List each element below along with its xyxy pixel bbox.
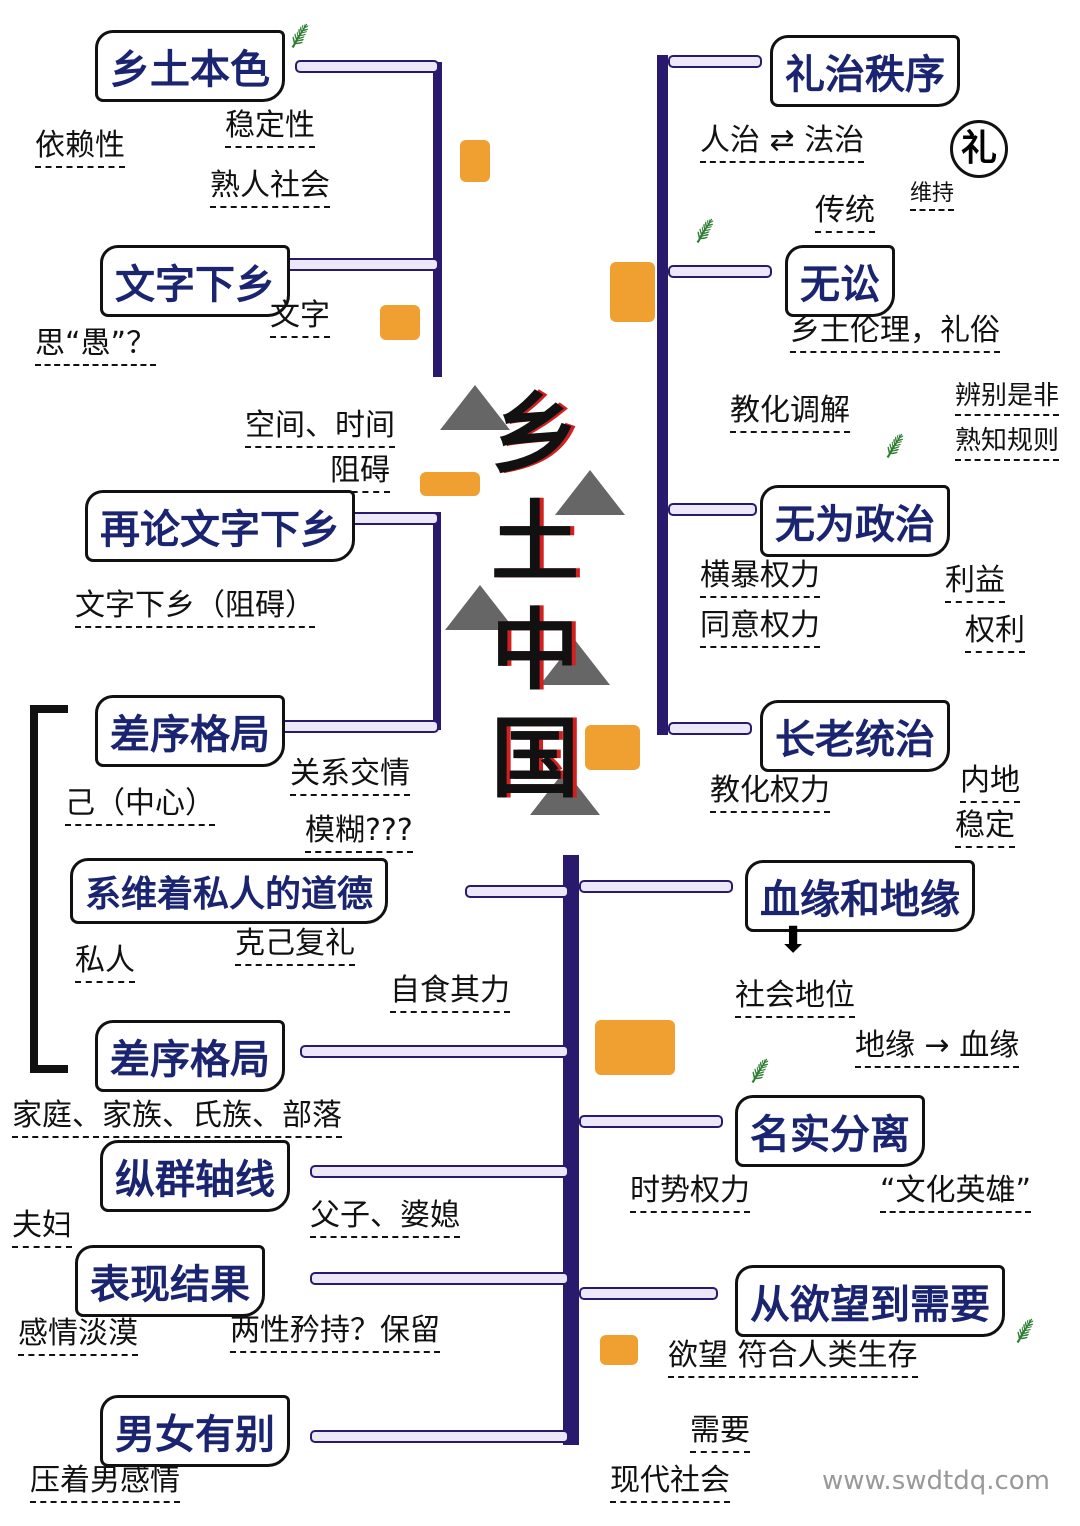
mountain-icon [440,385,510,430]
branch-bar [275,258,439,271]
topic-wusong: 无讼 [785,245,895,317]
right-upper-spine [657,55,668,735]
left-middle-spine [433,512,441,730]
orange-decoration [460,140,490,182]
mountain-icon [530,770,600,815]
note: 模糊??? [305,805,413,853]
note: 辨别是非 [955,375,1060,416]
li-circle: 礼 [950,120,1008,178]
branch-bar [668,55,762,68]
topic-lizhi-zhixu: 礼治秩序 [770,35,960,107]
note: 利益 [945,555,1005,603]
note: 克己复礼 [235,918,355,966]
note: 稳定 [955,800,1015,848]
branch-bar [579,1115,723,1128]
topic-chaxu-geju: 差序格局 [95,695,285,767]
mountain-icon [555,470,625,515]
topic-zailun-wenzi-xiaxiang: 再论文字下乡 [85,490,355,562]
note: 己（中心） [65,778,215,826]
note: 自食其力 [390,965,510,1013]
orange-decoration [585,725,640,770]
bracket [30,705,68,1073]
topic-xiangtu-bense: 乡土本色 [95,30,285,102]
note: 依赖性 [35,120,125,168]
branch-bar [300,1045,569,1058]
orange-decoration [595,1020,675,1075]
down-arrow-icon: ⬇ [778,920,809,961]
note: 教化调解 [730,385,850,433]
lower-spine [563,855,579,1445]
topic-siren-daode: 系维着私人的道德 [70,858,389,924]
note: 阻碍 [330,445,390,493]
watermark: www.swdtdq.com [822,1466,1050,1496]
branch-bar [465,885,569,898]
note: 家庭、家族、氏族、部落 [12,1090,342,1138]
branch-bar [310,1430,569,1443]
note: 私人 [75,935,135,983]
note: 传统 [815,185,875,233]
note: 需要 [690,1405,750,1453]
branch-bar [310,1272,569,1285]
note: 关系交情 [290,748,410,796]
note: 两性矜持？保留 [230,1305,440,1353]
grass-icon: ⸙ [745,1047,775,1093]
left-upper-spine [433,62,442,377]
mountain-icon [540,640,610,685]
note: 地缘 → 血缘 [855,1020,1020,1068]
topic-nannv-youbie: 男女有别 [100,1395,290,1467]
topic-biaoxian-jieguo: 表现结果 [75,1245,265,1317]
topic-xueyuan-diyuan: 血缘和地缘 [745,860,975,932]
note: 父子、婆媳 [310,1190,460,1238]
note: 维持 [910,175,955,211]
orange-decoration [380,305,420,340]
topic-zongqun-zhouxian: 纵群轴线 [100,1140,290,1212]
note: 夫妇 [12,1200,72,1248]
note: 思“愚”？ [35,318,157,366]
note: 内地 [960,755,1020,803]
note: 权利 [965,605,1025,653]
orange-decoration [420,472,480,496]
grass-icon: ⸙ [690,207,720,253]
note: 同意权力 [700,600,820,648]
grass-icon: ⸙ [1010,1307,1040,1353]
branch-bar [668,722,752,735]
note: 现代社会 [610,1455,730,1503]
note: 时势权力 [630,1165,750,1213]
orange-decoration [610,262,655,322]
branch-bar [579,880,733,893]
note: 压着男感情 [30,1455,180,1503]
note: 横暴权力 [700,550,820,598]
central-topic: 乡土中国 [490,382,579,810]
note: 空间、时间 [245,400,395,448]
note: 文字 [270,290,330,338]
note: 感情淡漠 [18,1308,138,1356]
note: 乡土伦理，礼俗 [790,305,1000,353]
note: 人治 ⇄ 法治 [700,115,865,163]
branch-bar [310,1165,569,1178]
branch-bar [280,720,439,733]
orange-decoration [600,1335,638,1365]
note: 熟人社会 [210,160,330,208]
note: 文字下乡（阻碍） [75,580,315,628]
note: “文化英雄” [880,1165,1032,1213]
branch-bar [579,1287,718,1300]
branch-bar [668,503,757,516]
topic-wuwei-zhengzhi: 无为政治 [760,485,950,557]
branch-bar [668,265,772,278]
note: 社会地位 [735,970,855,1018]
note: 稳定性 [225,100,315,148]
mountain-icon [445,585,515,630]
topic-zhanglao-tongzhi: 长老统治 [760,700,950,772]
note: 熟知规则 [955,420,1060,461]
topic-jiazu: 差序格局 [95,1020,285,1092]
grass-icon: ⸙ [285,12,315,58]
topic-yuwang-xuyao: 从欲望到需要 [735,1265,1005,1337]
grass-icon: ⸙ [880,422,910,468]
note: 欲望 符合人类生存 [668,1330,918,1378]
branch-bar [295,60,439,73]
note: 教化权力 [710,765,830,813]
topic-mingshi-fenli: 名实分离 [735,1095,925,1167]
topic-wenzi-xiaxiang: 文字下乡 [100,245,290,317]
